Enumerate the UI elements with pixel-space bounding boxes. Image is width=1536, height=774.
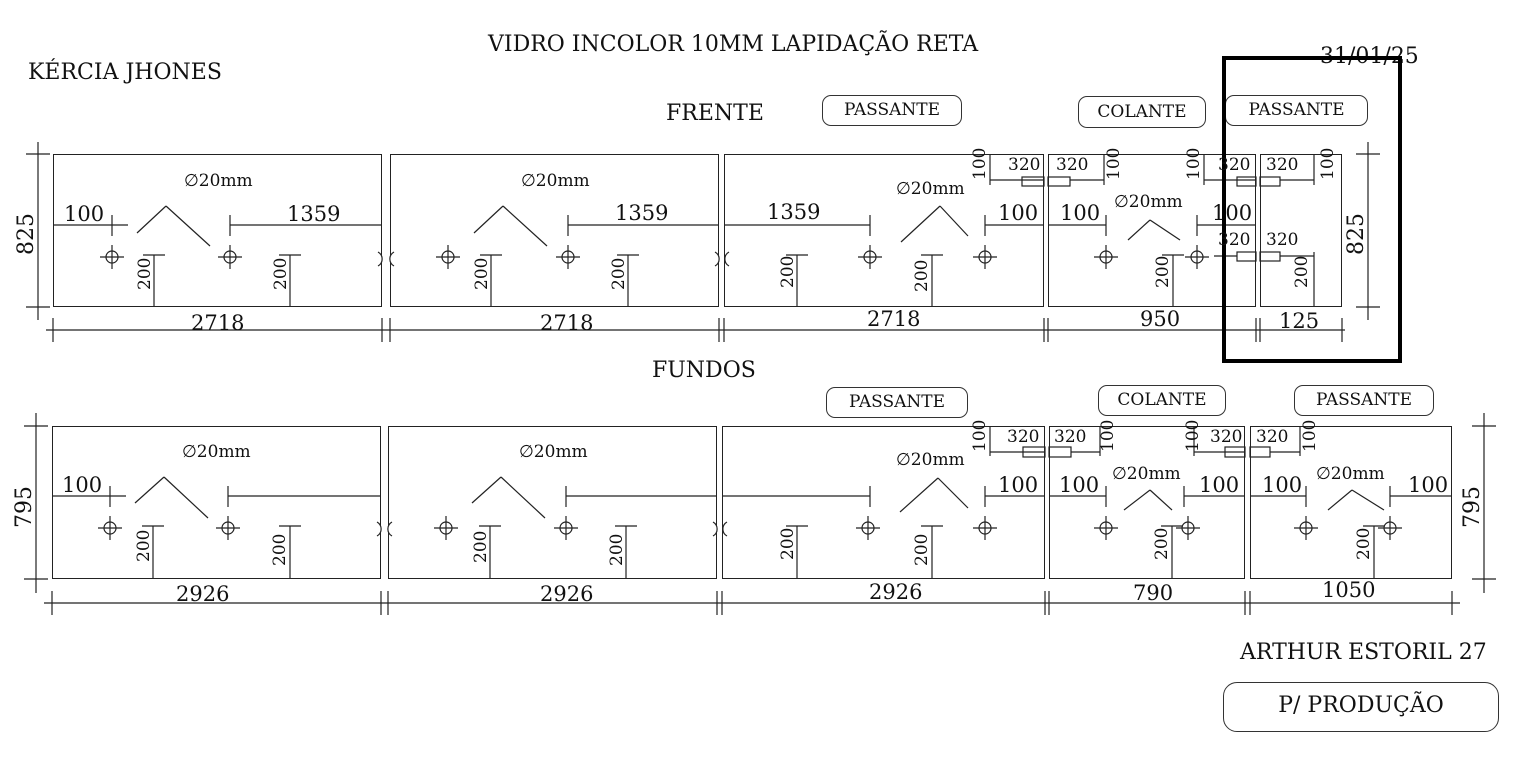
offset-label: 200 [135,257,155,290]
offset-label: 320 [1266,155,1299,175]
hole-diameter-label: ∅20mm [521,171,590,191]
offset-label: 320 [1210,427,1243,447]
offset-label: 200 [472,257,492,290]
offset-label: 320 [1218,155,1251,175]
offset-label: 100 [62,473,103,497]
offset-label: 200 [1354,527,1374,560]
offset-label: 100 [970,147,990,180]
highlight-box [1222,56,1402,363]
offset-label: 200 [1152,527,1172,560]
offset-label: 320 [1007,427,1040,447]
drawing-title: VIDRO INCOLOR 10MM LAPIDAÇÃO RETA [488,32,979,57]
tag-passante: PASSANTE [822,95,962,126]
front-width-3: 2718 [867,307,921,331]
offset-label: 100 [1059,473,1100,497]
back-height-left: 795 [12,486,37,528]
offset-label: 200 [912,533,932,566]
tag-passante: PASSANTE [826,387,968,418]
address-label: ARTHUR ESTORIL 27 [1240,640,1487,665]
front-height-left: 825 [14,213,39,255]
offset-label: 200 [271,257,291,290]
offset-label: 100 [1098,419,1118,452]
production-status-label: P/ PRODUÇÃO [1223,682,1499,732]
offset-label: 1359 [615,201,669,225]
offset-label: 200 [134,529,154,562]
offset-label: 100 [970,419,990,452]
back-width-1: 2926 [176,582,230,606]
back-width-2: 2926 [540,582,594,606]
offset-label: 320 [1008,155,1041,175]
front-width-1: 2718 [191,311,245,335]
offset-label: 100 [1212,201,1253,225]
offset-label: 200 [609,257,629,290]
hole-diameter-label: ∅20mm [1316,464,1385,484]
glass-panel [388,426,717,579]
offset-label: 100 [1199,473,1240,497]
hole-diameter-label: ∅20mm [184,171,253,191]
offset-label: 100 [998,201,1039,225]
offset-label: 320 [1256,427,1289,447]
tag-colante: COLANTE [1098,385,1226,416]
offset-label: 1359 [287,202,341,226]
offset-label: 200 [471,530,491,563]
offset-label: 100 [1262,473,1303,497]
glass-panel [52,426,381,579]
hole-diameter-label: ∅20mm [1112,464,1181,484]
front-width-4: 950 [1140,307,1181,331]
offset-label: 320 [1054,427,1087,447]
offset-label: 100 [1060,201,1101,225]
offset-label: 100 [1183,419,1203,452]
hole-diameter-label: ∅20mm [519,442,588,462]
front-width-5: 125 [1279,309,1320,333]
offset-label: 100 [64,202,105,226]
tag-colante: COLANTE [1078,96,1206,128]
offset-label: 1359 [767,200,821,224]
offset-label: 200 [912,259,932,292]
offset-label: 320 [1266,230,1299,250]
offset-label: 100 [1104,147,1124,180]
hole-diameter-label: ∅20mm [896,179,965,199]
offset-label: 200 [1292,255,1312,288]
front-width-2: 2718 [540,311,594,335]
back-section-label: FUNDOS [652,358,756,383]
front-height-right: 825 [1344,213,1369,255]
offset-label: 100 [1300,419,1320,452]
hole-diameter-label: ∅20mm [182,442,251,462]
offset-label: 100 [1184,147,1204,180]
offset-label: 200 [270,533,290,566]
offset-label: 320 [1056,155,1089,175]
offset-label: 200 [1153,255,1173,288]
hole-diameter-label: ∅20mm [1114,192,1183,212]
offset-label: 100 [1318,147,1338,180]
back-width-3: 2926 [869,580,923,604]
back-width-5: 1050 [1322,578,1376,602]
client-name: KÉRCIA JHONES [28,60,222,85]
tag-passante: PASSANTE [1225,95,1368,126]
back-height-right: 795 [1460,486,1485,528]
front-section-label: FRENTE [666,101,764,126]
offset-label: 100 [998,473,1039,497]
glass-panel [390,154,719,307]
offset-label: 320 [1218,230,1251,250]
tag-passante: PASSANTE [1294,385,1434,416]
offset-label: 100 [1408,473,1449,497]
hole-diameter-label: ∅20mm [896,450,965,470]
back-width-4: 790 [1133,581,1174,605]
offset-label: 200 [778,255,798,288]
offset-label: 200 [778,527,798,560]
offset-label: 200 [607,533,627,566]
glass-panel [53,154,382,307]
